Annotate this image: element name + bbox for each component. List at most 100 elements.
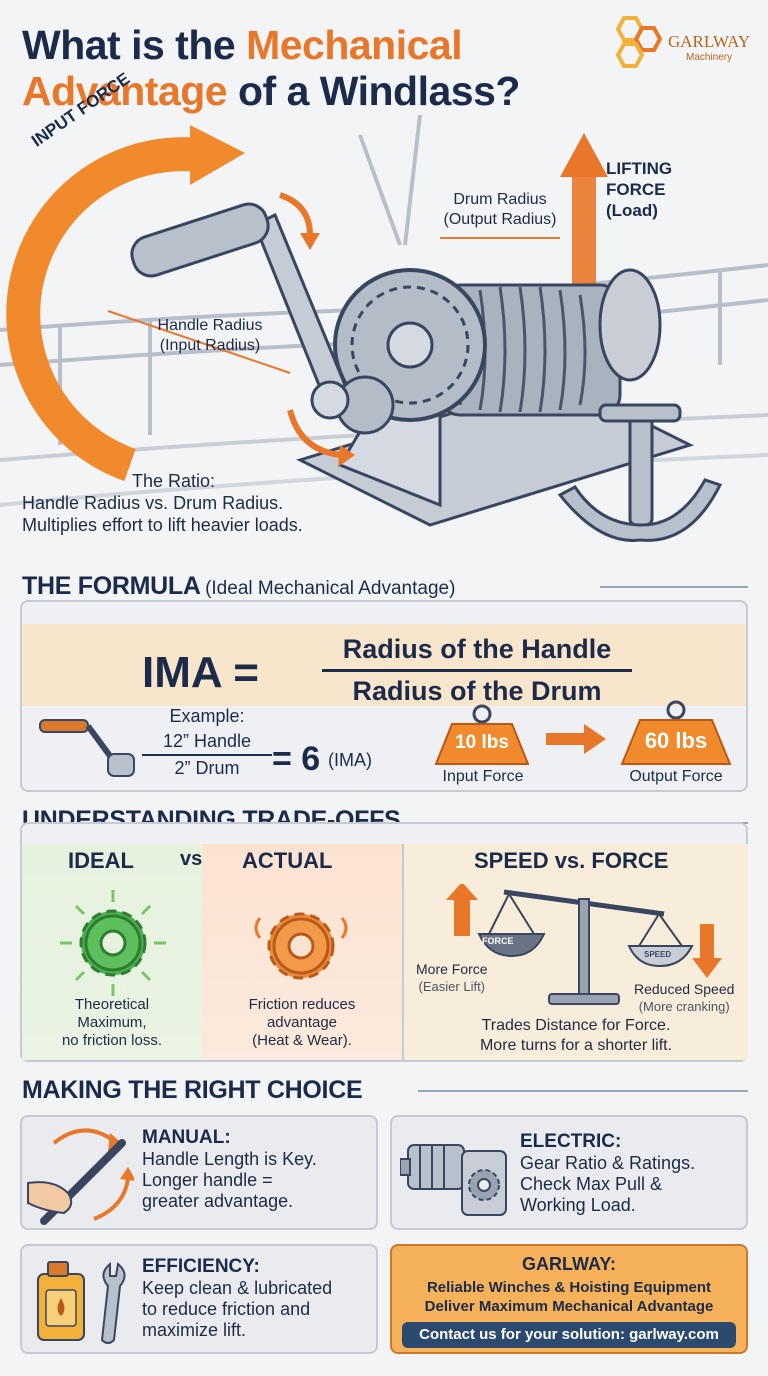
- actual-desc-line: advantage: [266, 1014, 338, 1031]
- input-force-arc: [6, 137, 202, 482]
- actual-desc-line: Friction reduces: [248, 996, 356, 1013]
- anchor-icon: [557, 403, 723, 542]
- balance-scale-icon: [446, 884, 722, 1005]
- formula-band: IMA = Radius of the Handle Radius of the…: [22, 624, 746, 706]
- example-numerator: 12” Handle: [142, 731, 272, 756]
- actual-description: Friction reduces advantage (Heat & Wear)…: [202, 996, 402, 1050]
- manual-card: MANUAL: Handle Length is Key. Longer han…: [20, 1115, 378, 1230]
- ratio-explanation: The Ratio: Handle Radius vs. Drum Radius…: [22, 470, 303, 536]
- efficiency-heading: EFFICIENCY:: [142, 1256, 260, 1277]
- more-cranking-text: (More cranking): [638, 999, 730, 1014]
- crank-handle: [130, 202, 270, 278]
- crank-arm: [253, 212, 347, 403]
- output-force-label: Output Force: [629, 768, 723, 785]
- output-weight-icon: [620, 700, 732, 765]
- title-highlight: Mechanical: [246, 22, 463, 68]
- handle-radius-line: (Input Radius): [159, 337, 261, 354]
- lifting-force-line: LIFTING: [606, 159, 673, 178]
- efficiency-line: to reduce friction and: [142, 1299, 311, 1319]
- example-result: = 6: [272, 740, 321, 778]
- ratio-line: Multiplies effort to lift heavier loads.: [22, 515, 303, 535]
- manual-crank-icon: [27, 1128, 134, 1225]
- efficiency-body: Keep clean & lubricated to reduce fricti…: [142, 1278, 332, 1341]
- speed-pan-label: SPEED: [644, 950, 672, 959]
- lifting-arrow-icon: [560, 133, 608, 177]
- example-denominator: 2” Drum: [174, 758, 240, 778]
- speed-force-heading: SPEED vs. FORCE: [474, 848, 669, 873]
- input-weight-icon: [434, 704, 530, 765]
- section-divider: [418, 1090, 748, 1092]
- choice-section-title: MAKING THE RIGHT CHOICE: [22, 1076, 363, 1104]
- formula-fraction: Radius of the Handle Radius of the Drum: [322, 634, 632, 707]
- logo-subtitle: Machinery: [686, 52, 733, 63]
- garlway-line: Reliable Winches & Hoisting Equipment: [426, 1279, 712, 1296]
- ima-label: IMA =: [142, 648, 259, 697]
- contact-link[interactable]: Contact us for your solution: garlway.co…: [402, 1322, 736, 1348]
- manual-line: Longer handle =: [142, 1170, 273, 1190]
- hexagon-logo-icon: [615, 16, 663, 68]
- ideal-description: Theoretical Maximum, no friction loss.: [22, 996, 202, 1050]
- lifting-force-line: (Load): [606, 201, 658, 220]
- electric-body: Gear Ratio & Ratings. Check Max Pull & W…: [520, 1153, 695, 1216]
- windlass-diagram: [0, 115, 768, 542]
- input-force-arrowhead-icon: [190, 125, 245, 185]
- lifting-force-label: LIFTING FORCE (Load): [606, 158, 672, 221]
- actual-panel: ACTUAL Friction reduces advantage (Heat …: [202, 844, 402, 1060]
- title-text: What is the: [22, 22, 247, 68]
- panel-divider: [402, 844, 404, 1060]
- formula-section-title: THE FORMULA (Ideal Mechanical Advantage): [22, 572, 455, 601]
- ideal-desc-line: Theoretical: [74, 996, 150, 1013]
- garlway-heading: GARLWAY:: [521, 1254, 616, 1274]
- ideal-desc-line: Maximum,: [77, 1014, 147, 1031]
- electric-heading: ELECTRIC:: [520, 1131, 622, 1152]
- trade-summary-line: More turns for a shorter lift.: [479, 1037, 673, 1054]
- ratio-line: Handle Radius vs. Drum Radius.: [22, 493, 284, 513]
- page-title: What is the Mechanical Advantage of a Wi…: [22, 22, 622, 114]
- drum-radius-line: Drum Radius: [453, 191, 547, 208]
- efficiency-line: maximize lift.: [142, 1320, 247, 1340]
- drum-radius-line: (Output Radius): [443, 211, 557, 228]
- force-pan-label: FORCE: [482, 936, 514, 946]
- more-force-label: More Force (Easier Lift): [416, 960, 488, 996]
- garlway-body: Reliable Winches & Hoisting Equipment De…: [392, 1278, 746, 1316]
- actual-desc-line: (Heat & Wear).: [252, 1032, 352, 1049]
- ideal-panel: IDEAL Theoretical Maximum, no friction l…: [22, 844, 202, 1060]
- section-title: THE FORMULA: [22, 572, 201, 600]
- efficiency-line: Keep clean & lubricated: [142, 1278, 333, 1298]
- manual-line: Handle Length is Key.: [142, 1149, 317, 1169]
- input-force-label: Input Force: [442, 768, 524, 785]
- more-force-text: More Force: [416, 961, 488, 977]
- section-subtitle: (Ideal Mechanical Advantage): [205, 578, 456, 599]
- example-unit: (IMA): [328, 750, 372, 770]
- logo-name: GARLWAY: [668, 32, 751, 51]
- ratio-line: The Ratio:: [132, 471, 216, 491]
- handle-radius-line: [107, 310, 291, 374]
- example-label: Example:: [169, 706, 245, 726]
- tradeoffs-card: IDEAL Theoretical Maximum, no friction l…: [20, 822, 748, 1062]
- handle-radius-label: Handle Radius (Input Radius): [135, 316, 285, 356]
- manual-line: greater advantage.: [142, 1191, 294, 1211]
- garlway-card: GARLWAY: Reliable Winches & Hoisting Equ…: [390, 1244, 748, 1354]
- ideal-heading: IDEAL: [68, 848, 134, 873]
- vs-label: vs.: [180, 848, 208, 870]
- section-divider: [600, 586, 748, 588]
- formula-numerator: Radius of the Handle: [342, 634, 612, 664]
- electric-line: Working Load.: [520, 1195, 636, 1215]
- electric-line: Check Max Pull &: [520, 1174, 663, 1194]
- garlway-logo: GARLWAY Machinery: [606, 14, 756, 76]
- formula-denominator: Radius of the Drum: [352, 676, 602, 706]
- orange-gear-icon: [254, 912, 348, 980]
- trade-summary-line: Trades Distance for Force.: [481, 1017, 671, 1034]
- arrow-right-icon: [546, 724, 606, 754]
- speed-force-panel: SPEED vs. FORCE FORCE SPEED More Force (…: [404, 844, 748, 1060]
- efficiency-card: EFFICIENCY: Keep clean & lubricated to r…: [20, 1244, 378, 1354]
- formula-card: IMA = Radius of the Handle Radius of the…: [20, 600, 748, 792]
- green-gear-icon: [60, 890, 166, 996]
- reduced-speed-label: Reduced Speed (More cranking): [634, 980, 734, 1016]
- lifting-force-line: FORCE: [606, 180, 666, 199]
- reduced-speed-text: Reduced Speed: [634, 981, 735, 997]
- electric-card: ELECTRIC: Gear Ratio & Ratings. Check Ma…: [390, 1115, 748, 1230]
- title-highlight: Advantage: [22, 68, 228, 114]
- manual-heading: MANUAL:: [142, 1127, 231, 1148]
- input-weight-value: 10 lbs: [455, 732, 509, 753]
